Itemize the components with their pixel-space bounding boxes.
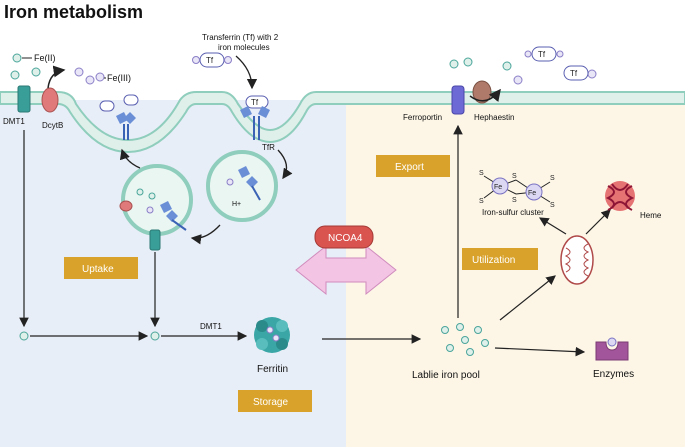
- transferrin-icon: Tf Tf: [524, 46, 589, 81]
- ferroportin-label: Ferroportin: [403, 113, 442, 122]
- enzyme-icon: [595, 337, 629, 361]
- iron-ion-icon: [449, 57, 597, 85]
- recycle-arrow: [119, 148, 141, 169]
- storage-box: [238, 390, 312, 412]
- svg-text:Tf: Tf: [206, 56, 214, 65]
- dmt1-membrane-label: DMT1: [3, 117, 25, 126]
- svg-text:Tf: Tf: [538, 50, 546, 59]
- transferrin-arrow: [235, 55, 258, 90]
- storage-label: Storage: [253, 397, 288, 408]
- ferroportin-icon: [451, 85, 465, 115]
- ferritin-label: Ferritin: [257, 364, 288, 375]
- svg-text:Fe: Fe: [528, 190, 536, 197]
- heme-icon: [605, 181, 635, 211]
- labile-pool-label: Lablie iron pool: [412, 370, 480, 381]
- iron-ion-icon: [19, 331, 160, 341]
- iron-sulfur-cluster-label: Iron-sulfur cluster: [482, 208, 544, 217]
- transferrin-label-line1: Transferrin (Tf) with 2: [202, 33, 279, 42]
- mito-to-heme-arrow: [585, 209, 611, 235]
- dmt1-ferritin-label: DMT1: [200, 322, 222, 331]
- hplus-label: H+: [232, 201, 241, 208]
- transferrin-receptor-icon: Tf: [240, 95, 270, 140]
- svg-text:S: S: [479, 170, 484, 177]
- heme-label: Heme: [640, 211, 662, 220]
- svg-text:S: S: [512, 197, 517, 204]
- fe2-label: Fe(II): [34, 53, 56, 63]
- utilization-box: [462, 248, 538, 270]
- utilization-label: Utilization: [472, 255, 515, 266]
- iron-ion-icon: [10, 53, 105, 85]
- dmt1-icon: [17, 85, 31, 113]
- endocytosis-arrow: [277, 149, 293, 180]
- svg-text:Tf: Tf: [251, 98, 259, 107]
- dcytb-label: DcytB: [42, 121, 63, 130]
- iron-sulfur-cluster-icon: Fe Fe S S S S S S: [479, 170, 555, 209]
- mito-to-isc-arrow: [538, 217, 567, 235]
- svg-text:S: S: [550, 202, 555, 209]
- iron-ion-icon: [441, 323, 489, 356]
- cell-background-right: [346, 100, 685, 447]
- mitochondrion-icon: [560, 235, 594, 285]
- dcytb-arrow: [47, 65, 66, 89]
- endosome-transfer-arrow: [190, 224, 221, 245]
- export-box: [376, 155, 450, 177]
- uptake-box: [64, 257, 138, 279]
- uptake-label: Uptake: [82, 264, 114, 275]
- hephaestin-label: Hephaestin: [474, 113, 514, 122]
- svg-text:S: S: [512, 173, 517, 180]
- ncoa4-double-arrow: [295, 244, 397, 296]
- endosome-icon: [206, 150, 278, 222]
- transferrin-receptor-icon: [99, 94, 139, 140]
- fe3-label: Fe(III): [107, 73, 131, 83]
- svg-text:S: S: [479, 198, 484, 205]
- pool-to-mito-arrow: [499, 275, 556, 321]
- ferritin-icon: [254, 317, 290, 353]
- endosome-icon: [119, 164, 193, 251]
- tfr-label: TfR: [262, 143, 275, 152]
- export-out-arrow: [469, 88, 501, 102]
- svg-text:Tf: Tf: [570, 69, 578, 78]
- svg-text:S: S: [550, 175, 555, 182]
- ncoa4-badge: [314, 225, 374, 249]
- cell-membrane: [0, 91, 685, 154]
- transferrin-label-line2: iron molecules: [218, 43, 270, 52]
- cell-background-left: [0, 100, 346, 447]
- dcytb-icon: [41, 87, 59, 113]
- page-title: Iron metabolism: [4, 2, 143, 22]
- enzymes-label: Enzymes: [593, 369, 634, 380]
- transferrin-icon: Tf: [192, 52, 232, 68]
- svg-text:Fe: Fe: [494, 184, 502, 191]
- pool-to-enzymes-arrow: [494, 346, 586, 357]
- ncoa4-label: NCOA4: [328, 233, 363, 244]
- export-label: Export: [395, 162, 424, 173]
